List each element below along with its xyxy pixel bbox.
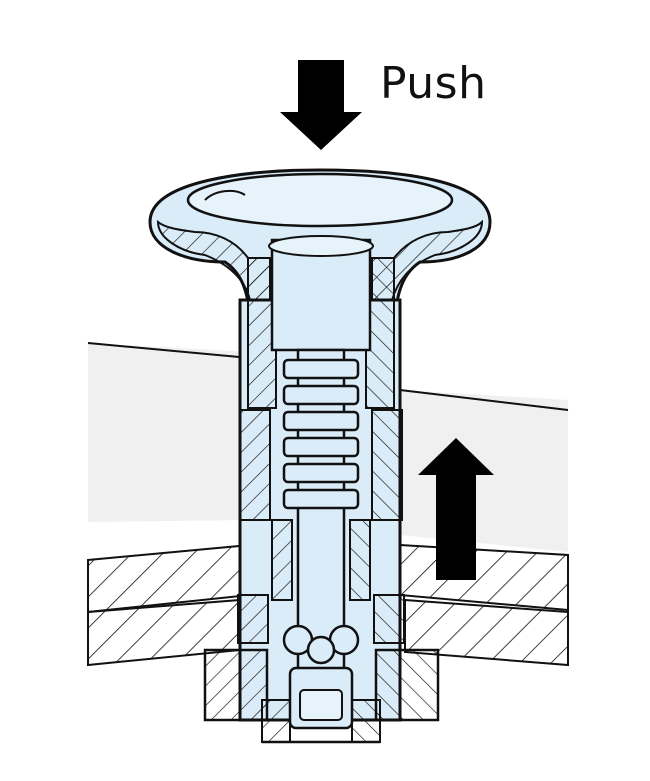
base-plate-lower xyxy=(87,598,569,667)
spring xyxy=(282,358,360,510)
plunger-tip xyxy=(261,666,381,744)
arrow-down-icon xyxy=(280,60,362,150)
push-label: Push xyxy=(380,58,487,109)
ball-detents xyxy=(282,624,360,665)
lock-nut xyxy=(203,594,440,722)
arrow-up-icon xyxy=(418,438,494,580)
